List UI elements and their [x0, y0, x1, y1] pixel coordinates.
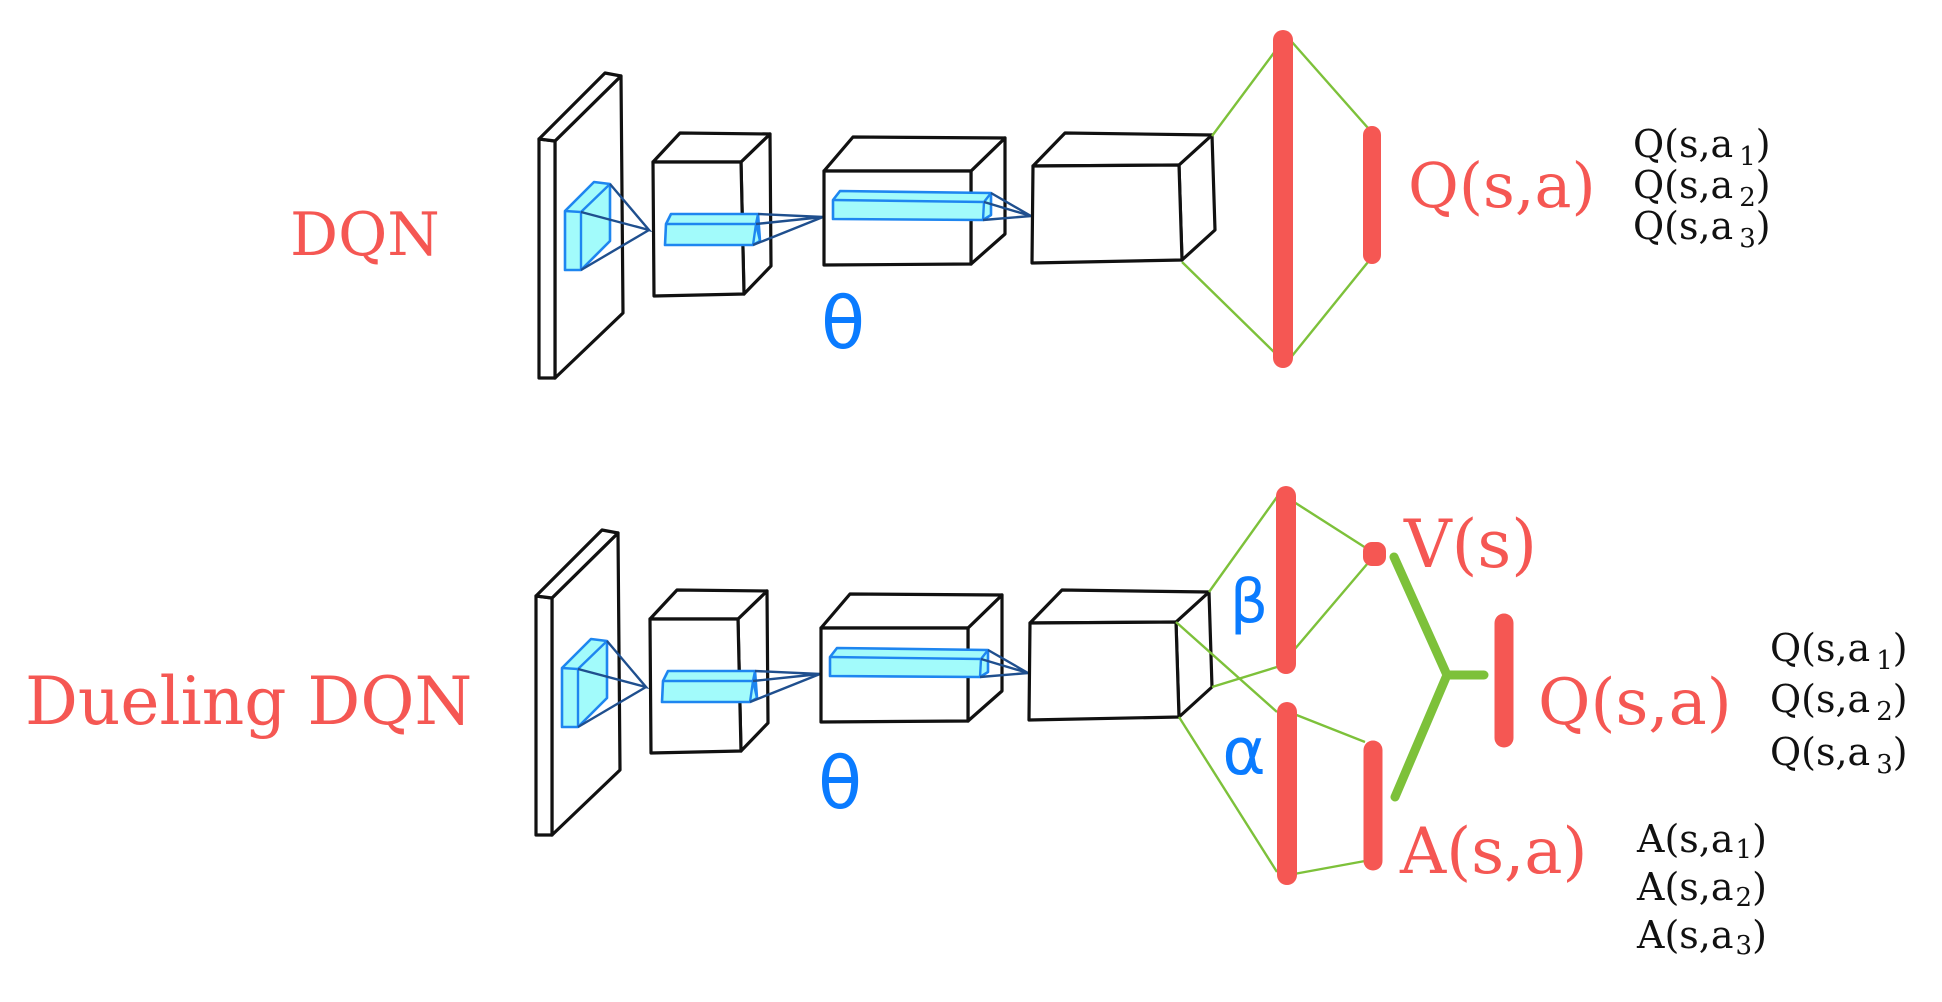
dueling-cnn-stack [534, 528, 1214, 837]
advantage-item: A(s,a3) [1636, 913, 1767, 961]
aggregation-connector [1389, 552, 1452, 802]
alpha-label: α [1222, 713, 1266, 790]
dqn-theta-label: θ [821, 281, 865, 365]
dueling-connections [1175, 496, 1369, 876]
dueling-output-label: Q(s,a) [1538, 666, 1732, 740]
dueling-section: Dueling DQN θ β α V(s) Q(s,a) A(s,a) [25, 486, 1908, 961]
advantage-item: A(s,a1) [1636, 817, 1767, 865]
value-label: V(s) [1403, 506, 1537, 583]
dqn-output-label: Q(s,a) [1408, 149, 1596, 222]
dqn-title: DQN [290, 200, 440, 270]
dqn-connections [1181, 41, 1369, 357]
value-node [1363, 542, 1386, 566]
advantage-item: A(s,a2) [1636, 865, 1767, 913]
advantage-list: A(s,a1) A(s,a2) A(s,a3) [1636, 817, 1767, 961]
beta-label: β [1230, 567, 1268, 637]
dueling-title: Dueling DQN [25, 663, 472, 740]
advantage-label: A(s,a) [1399, 815, 1588, 889]
dqn-cnn-stack [537, 71, 1217, 380]
dueling-theta-label: θ [818, 741, 862, 825]
